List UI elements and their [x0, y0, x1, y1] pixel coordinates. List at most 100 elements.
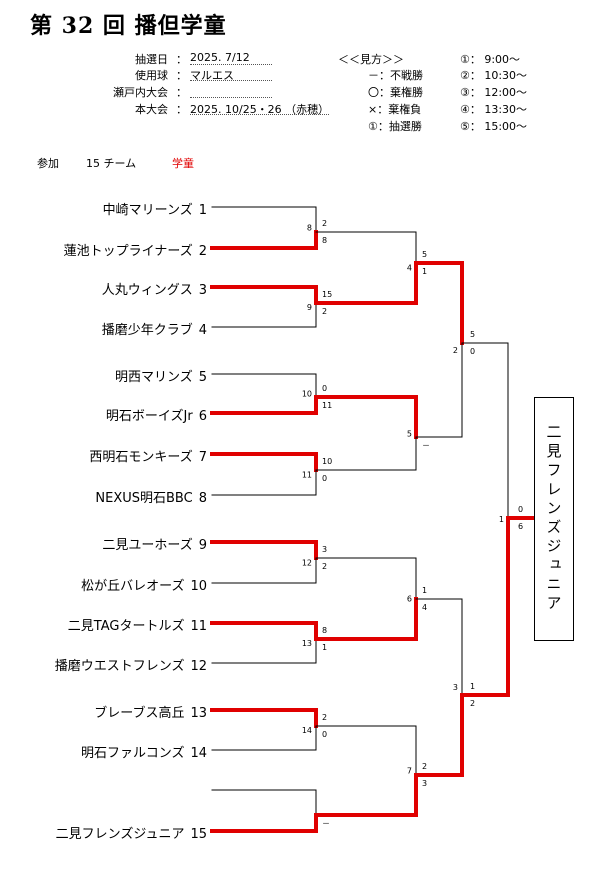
- team-entry: NEXUS明石BBC 8: [0, 487, 207, 506]
- score-top: 1: [470, 682, 475, 691]
- game-number: 4: [407, 264, 412, 273]
- score-bottom: 8: [322, 236, 327, 245]
- score-top: 2: [322, 219, 327, 228]
- score-bottom: 11: [322, 401, 332, 410]
- team-name: 西明石モンキーズ: [89, 450, 193, 465]
- team-seed: 10: [190, 579, 207, 594]
- score-bottom: 0: [322, 730, 327, 739]
- team-seed: 12: [190, 659, 207, 674]
- team-name: 蓮池トップライナーズ: [63, 244, 193, 259]
- game-number: 14: [302, 726, 312, 735]
- team-name: 二見TAGタートルズ: [67, 619, 185, 634]
- score-top: 8: [322, 626, 327, 635]
- team-name: 中崎マリーンズ: [102, 203, 193, 218]
- info-label-draw-date: 抽選日: [135, 53, 168, 66]
- score-bottom: －: [422, 441, 430, 450]
- team-entry: 明石ボーイズJr 6: [0, 405, 207, 424]
- team-name: 松が丘バレオーズ: [81, 579, 185, 594]
- team-seed: 5: [198, 370, 207, 385]
- score-top: 3: [322, 545, 327, 554]
- team-name: 二見ユーホーズ: [102, 538, 193, 553]
- team-seed: 9: [198, 538, 207, 553]
- time-slot: ②： 10:30～: [460, 69, 528, 82]
- score-top: 5: [422, 250, 427, 259]
- game-number: 9: [307, 303, 312, 312]
- score-top: 15: [322, 290, 332, 299]
- team-seed: 3: [198, 283, 207, 298]
- champion-box: 二見フレンズジュニア: [534, 397, 574, 641]
- team-seed: 7: [198, 450, 207, 465]
- page-title: 第 32 回 播但学童: [30, 13, 227, 39]
- team-entry: ブレーブス高丘 13: [0, 702, 207, 721]
- time-slot: ①： 9:00～: [460, 53, 521, 66]
- game-number: 2: [453, 346, 458, 355]
- team-seed: 8: [198, 491, 207, 506]
- participation-label: 参加: [37, 157, 59, 170]
- legend-item: ①：抽選勝: [368, 120, 422, 133]
- game-number: 8: [307, 224, 312, 233]
- game-number: 12: [302, 559, 312, 568]
- score-bottom: 0: [470, 347, 475, 356]
- score-top: 2: [322, 713, 327, 722]
- team-name: 明石ボーイズJr: [105, 409, 193, 424]
- team-name: 明西マリンズ: [114, 370, 193, 385]
- team-name: 人丸ウィングス: [101, 283, 193, 298]
- team-entry: 蓮池トップライナーズ 2: [0, 240, 207, 259]
- score-bottom: 2: [470, 699, 475, 708]
- legend-title: ＜＜見方＞＞: [338, 53, 404, 66]
- participation-count: 15 チーム: [86, 157, 137, 170]
- info-colon: ：: [176, 86, 187, 99]
- team-entry: 松が丘バレオーズ 10: [0, 575, 207, 594]
- team-seed: 4: [198, 323, 207, 338]
- team-seed: 2: [198, 244, 207, 259]
- score-top: 0: [322, 384, 327, 393]
- info-value-setouchi: [190, 84, 272, 98]
- info-label-setouchi: 瀬戸内大会: [113, 86, 168, 99]
- team-entry: 二見ユーホーズ 9: [0, 534, 207, 553]
- score-top: 5: [470, 330, 475, 339]
- time-slot: ⑤： 15:00～: [460, 120, 528, 133]
- score-bottom: 3: [422, 779, 427, 788]
- team-seed: 11: [190, 619, 207, 634]
- team-name: ブレーブス高丘: [94, 706, 185, 721]
- time-slot: ③： 12:00～: [460, 86, 528, 99]
- team-name: 二見フレンズジュニア: [55, 827, 185, 842]
- team-name: 播磨ウエストフレンズ: [54, 659, 185, 674]
- team-entry: 西明石モンキーズ 7: [0, 446, 207, 465]
- game-number: 7: [407, 767, 412, 776]
- game-number: 3: [453, 683, 458, 692]
- score-bottom: 4: [422, 603, 427, 612]
- team-name: 播磨少年クラブ: [101, 323, 193, 338]
- info-label-main: 本大会: [135, 103, 168, 116]
- score-top: 0: [518, 505, 523, 514]
- info-value-draw-date: 2025. 7/12: [190, 51, 272, 65]
- game-number: 1: [499, 515, 504, 524]
- game-number: 6: [407, 595, 412, 604]
- legend-item: －：不戦勝: [368, 69, 423, 82]
- score-bottom: －: [322, 819, 330, 828]
- info-colon: ：: [176, 53, 187, 66]
- team-entry: 明西マリンズ 5: [0, 366, 207, 385]
- game-number: 5: [407, 430, 412, 439]
- time-slot: ④： 13:30～: [460, 103, 528, 116]
- game-number: 11: [302, 471, 312, 480]
- game-number: 10: [302, 390, 312, 399]
- score-top: 1: [422, 586, 427, 595]
- score-bottom: 1: [422, 267, 427, 276]
- info-label-ball: 使用球: [135, 69, 168, 82]
- team-seed: 13: [190, 706, 207, 721]
- score-top: 10: [322, 457, 332, 466]
- legend-item: 〇：棄権勝: [368, 86, 423, 99]
- team-seed: 6: [198, 409, 207, 424]
- legend-item: ×：棄権負: [368, 103, 422, 116]
- info-value-main: 2025. 10/25・26 （赤穂）: [190, 103, 330, 116]
- score-top: 2: [422, 762, 427, 771]
- team-name: 明石ファルコンズ: [80, 746, 185, 761]
- score-bottom: 2: [322, 307, 327, 316]
- team-name: NEXUS明石BBC: [95, 491, 193, 506]
- score-bottom: 1: [322, 643, 327, 652]
